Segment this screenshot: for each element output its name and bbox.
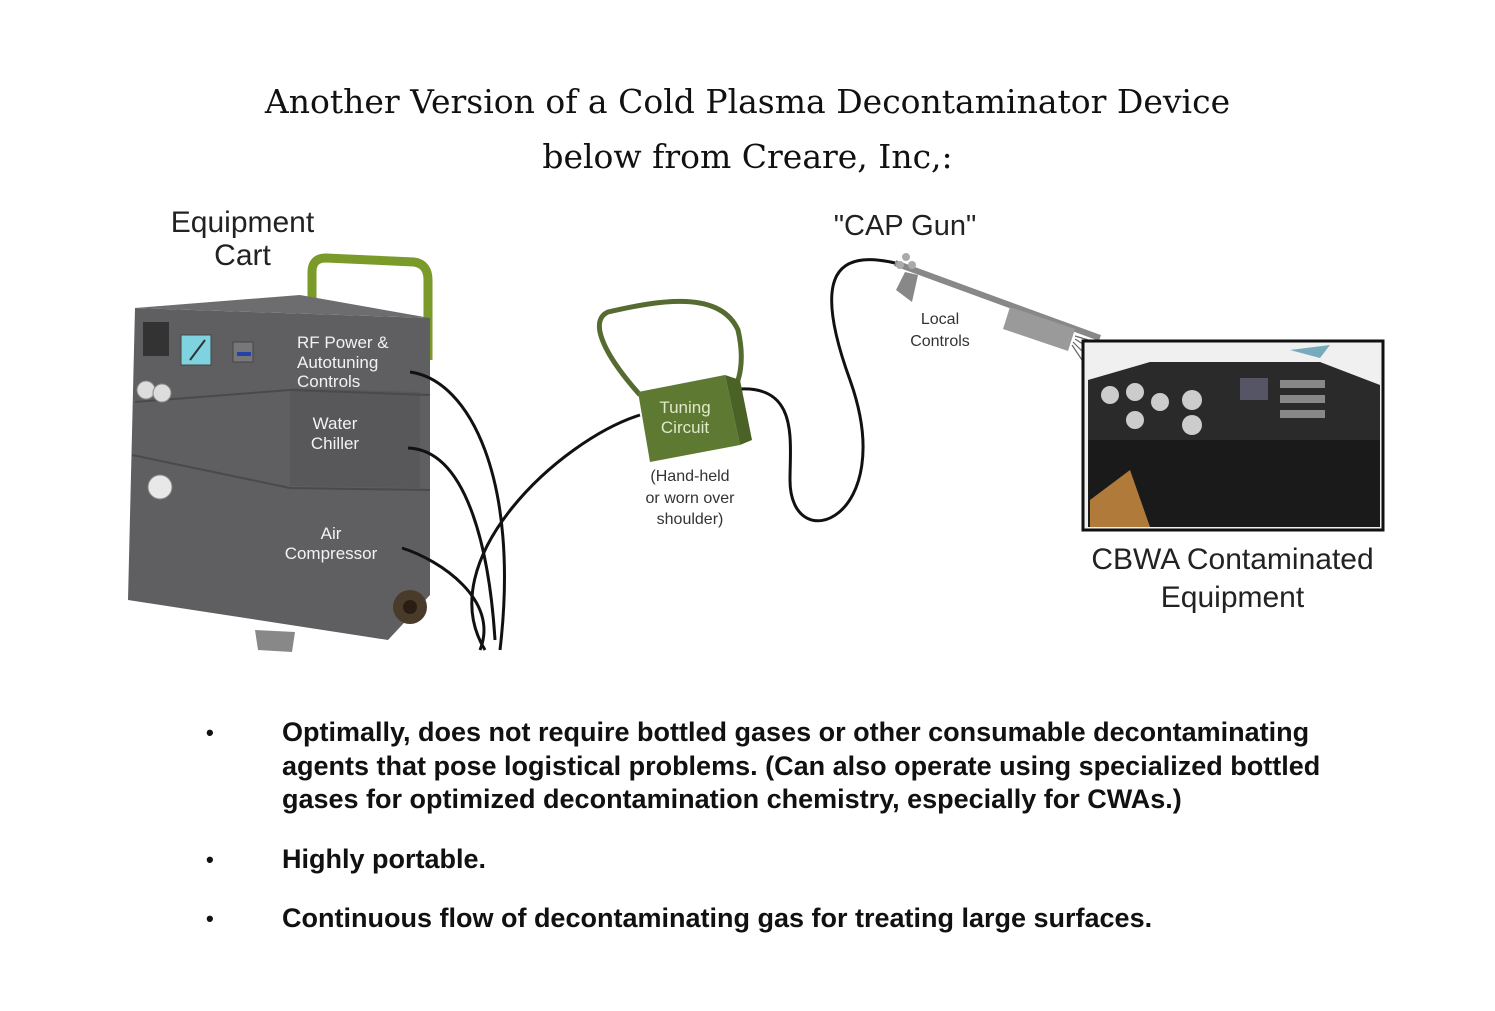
equipment-cart bbox=[128, 295, 431, 652]
bullet-list: • Optimally, does not require bottled ga… bbox=[200, 716, 1400, 962]
label-cap-gun: "CAP Gun" bbox=[833, 210, 977, 242]
bullet-text: Optimally, does not require bottled gase… bbox=[282, 717, 1321, 814]
label-line: (Hand-held bbox=[650, 468, 730, 485]
bullet-symbol: • bbox=[206, 720, 214, 745]
label-line: or worn over bbox=[645, 489, 735, 507]
label-line: RF Power & bbox=[297, 333, 389, 352]
label-line: Autotuning bbox=[297, 352, 379, 372]
label-rf-power: RF Power & Autotuning Controls bbox=[297, 333, 389, 392]
label-local-controls: Local Controls bbox=[895, 309, 985, 352]
bullet-symbol: • bbox=[206, 846, 214, 872]
knob-icon bbox=[152, 383, 172, 403]
label-tuning-note: (Hand-held or worn over shoulder) bbox=[625, 466, 755, 531]
cockpit-photo bbox=[1081, 339, 1385, 532]
bullet-text: Highly portable. bbox=[282, 843, 487, 874]
label-line: CBWA Contaminated bbox=[1091, 543, 1374, 576]
device-diagram bbox=[128, 253, 1385, 652]
tuning-circuit-box bbox=[638, 375, 752, 462]
label-line: Controls bbox=[910, 332, 970, 350]
gauge-icon bbox=[147, 474, 173, 500]
shoulder-strap bbox=[597, 298, 744, 397]
bullet-text: Continuous flow of decontaminating gas f… bbox=[282, 903, 1153, 933]
label-line: Cart bbox=[214, 238, 271, 272]
bullet-item: • Continuous flow of decontaminating gas… bbox=[200, 902, 1400, 936]
label-line: Water bbox=[312, 414, 358, 433]
label-water-chiller: Water Chiller bbox=[300, 414, 370, 453]
label-line: Tuning bbox=[659, 398, 711, 417]
cart-handle bbox=[307, 253, 433, 360]
label-air-compressor: Air Compressor bbox=[276, 524, 386, 563]
label-line: Chiller bbox=[310, 433, 360, 453]
label-line: Circuit bbox=[660, 417, 710, 437]
label-line: Equipment bbox=[1160, 581, 1305, 615]
label-contaminated-equipment: CBWA Contaminated Equipment bbox=[1060, 541, 1405, 617]
label-line: Air bbox=[320, 524, 342, 543]
bullet-item: • Optimally, does not require bottled ga… bbox=[200, 716, 1400, 817]
meter-icon bbox=[180, 334, 212, 366]
label-line: Local bbox=[920, 311, 960, 328]
knob-icon bbox=[136, 380, 156, 400]
label-equipment-cart: Equipment Cart bbox=[150, 206, 335, 273]
bullet-item: • Highly portable. bbox=[200, 843, 1400, 877]
bullet-symbol: • bbox=[206, 906, 214, 931]
label-line: shoulder) bbox=[656, 511, 724, 529]
label-line: Controls bbox=[297, 372, 361, 392]
label-tuning-circuit: Tuning Circuit bbox=[650, 398, 720, 437]
label-line: Equipment bbox=[170, 206, 315, 239]
page-title-line-2: below from Creare, Inc,: bbox=[542, 137, 953, 176]
page-title-line-1: Another Version of a Cold Plasma Deconta… bbox=[264, 82, 1231, 121]
switch-icon bbox=[143, 322, 169, 356]
label-line: Compressor bbox=[284, 543, 378, 563]
